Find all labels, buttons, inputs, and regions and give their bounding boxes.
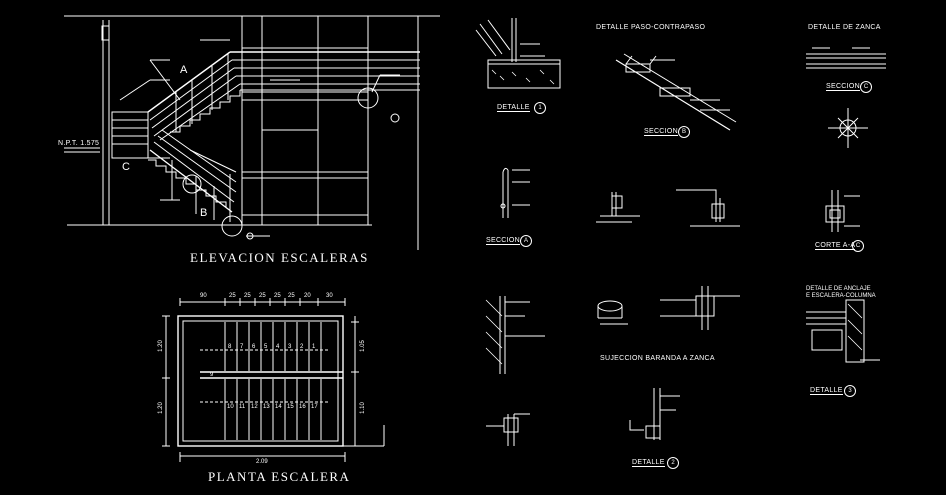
detail-post-base bbox=[486, 413, 530, 446]
plan-step-number: 16 bbox=[299, 404, 306, 410]
plan-dim-top: 25 bbox=[274, 293, 281, 299]
plan-view bbox=[162, 298, 385, 462]
detail-stringer bbox=[806, 47, 886, 148]
title-anchor-detail-line1: DETALLE DE ANCLAJE bbox=[806, 286, 871, 292]
plan-dim-right: 1.05 bbox=[359, 340, 366, 352]
plan-dim-top: 30 bbox=[326, 293, 333, 299]
title-tread-riser-detail: DETALLE PASO-CONTRAPASO bbox=[596, 24, 706, 31]
detail-2 bbox=[629, 388, 680, 440]
title-stringer-detail: DETALLE DE ZANCA bbox=[808, 24, 881, 31]
title-railing-fixing: SUJECCION BARANDA A ZANCA bbox=[600, 355, 715, 362]
tag-section-a: SECCION bbox=[486, 237, 520, 245]
plan-dim-top: 90 bbox=[200, 293, 207, 299]
title-elevation: ELEVACION ESCALERAS bbox=[190, 250, 369, 265]
tag-section-aa: CORTE A-A bbox=[815, 242, 856, 250]
tag-section-a-mark: A bbox=[520, 235, 532, 247]
plan-step-number: 12 bbox=[251, 404, 258, 410]
tag-detail-3-number: 3 bbox=[844, 385, 856, 397]
tag-detail-2-number: 2 bbox=[667, 457, 679, 469]
tag-section-b: SECCION bbox=[644, 128, 678, 136]
plan-dim-bottom: 2.09 bbox=[256, 459, 268, 465]
plan-step-number: 5 bbox=[264, 344, 268, 350]
title-plan: PLANTA ESCALERA bbox=[208, 469, 351, 484]
plan-step-number: 6 bbox=[252, 344, 256, 350]
plan-dim-left: 1.20 bbox=[157, 340, 164, 352]
plan-step-number: 4 bbox=[276, 344, 280, 350]
plan-step-number: 13 bbox=[263, 404, 270, 410]
plan-step-number: 1 bbox=[312, 344, 316, 350]
detail-3 bbox=[806, 299, 880, 363]
plan-dim-top: 20 bbox=[304, 293, 311, 299]
detail-bracket-pair bbox=[596, 189, 740, 227]
plan-dim-top: 25 bbox=[288, 293, 295, 299]
tag-section-b-mark: B bbox=[678, 126, 690, 138]
detail-hatched-post bbox=[485, 296, 545, 374]
section-a bbox=[500, 167, 530, 218]
tag-detail-2: DETALLE bbox=[632, 459, 665, 467]
tag-detail-3: DETALLE bbox=[810, 387, 843, 395]
elevation-mark-c: C bbox=[122, 161, 130, 173]
tag-detail-1: DETALLE bbox=[497, 104, 530, 112]
plan-step-number: 14 bbox=[275, 404, 282, 410]
detail-tread-riser bbox=[615, 53, 737, 131]
plan-dim-right: 1.10 bbox=[359, 402, 366, 414]
tag-detail-1-number: 1 bbox=[534, 102, 546, 114]
plan-step-number: 17 bbox=[311, 404, 318, 410]
elevation-view bbox=[64, 15, 440, 250]
detail-1 bbox=[475, 18, 561, 89]
elevation-mark-a: A bbox=[180, 64, 188, 76]
plan-landing-number: 9 bbox=[210, 372, 214, 378]
plan-step-number: 15 bbox=[287, 404, 294, 410]
plan-step-number: 2 bbox=[300, 344, 304, 350]
title-anchor-detail-line2: E ESCALERA-COLUMNA bbox=[806, 293, 876, 299]
plan-dim-left: 1.20 bbox=[157, 402, 164, 414]
tag-section-aa-mark: C bbox=[852, 240, 864, 252]
plan-step-number: 11 bbox=[239, 404, 246, 410]
plan-step-number: 10 bbox=[227, 404, 234, 410]
tag-section-c-mark: C bbox=[860, 81, 872, 93]
section-aa bbox=[825, 190, 860, 232]
plan-step-number: 3 bbox=[288, 344, 292, 350]
plan-step-number: 7 bbox=[240, 344, 244, 350]
plan-dim-top: 25 bbox=[244, 293, 251, 299]
detail-railing-fixing bbox=[597, 286, 740, 330]
plan-step-number: 8 bbox=[228, 344, 232, 350]
tag-section-c: SECCION bbox=[826, 83, 860, 91]
level-label-npt: N.P.T. 1.575 bbox=[58, 140, 100, 147]
plan-dim-top: 25 bbox=[259, 293, 266, 299]
elevation-mark-b: B bbox=[200, 207, 208, 219]
plan-dim-top: 25 bbox=[229, 293, 236, 299]
